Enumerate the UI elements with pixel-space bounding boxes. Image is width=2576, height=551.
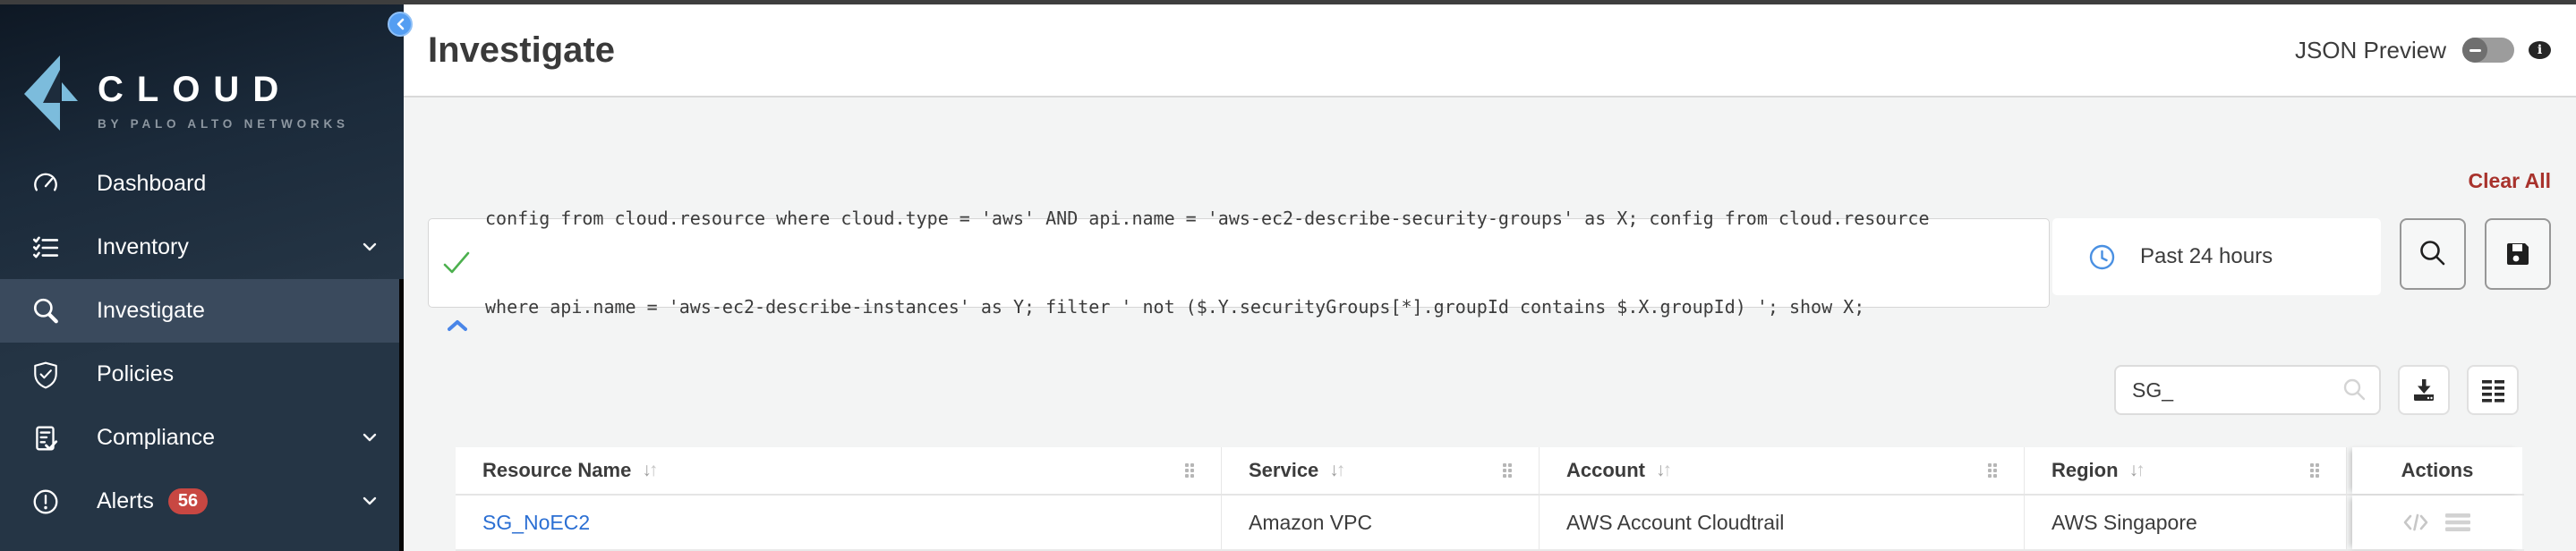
column-drag-handle-icon[interactable]	[1185, 463, 1194, 478]
resource-link[interactable]: SG_NoEC2	[482, 510, 591, 534]
toggle-knob-icon	[2462, 38, 2487, 63]
sidebar-collapse-button[interactable]	[388, 12, 413, 37]
gauge-icon	[31, 170, 60, 199]
results-search-box	[2114, 365, 2381, 415]
sidebar-item-alerts[interactable]: Alerts 56	[0, 470, 404, 533]
cell-account: AWS Account Cloudtrail	[1540, 496, 2025, 549]
logo-subtitle: BY PALO ALTO NETWORKS	[98, 117, 349, 131]
shield-check-icon	[31, 360, 60, 389]
query-valid-check-icon	[443, 251, 470, 274]
sort-icon[interactable]: ↓↑	[2128, 460, 2145, 480]
results-table: Resource Name ↓↑ Service ↓↑ Account ↓↑	[456, 447, 2524, 551]
alerts-count-badge: 56	[167, 488, 209, 514]
results-search-input[interactable]	[2120, 377, 2341, 403]
search-icon	[2420, 241, 2445, 266]
chevron-down-icon	[363, 240, 377, 256]
column-drag-handle-icon[interactable]	[1503, 463, 1512, 478]
prisma-cloud-logo-icon	[24, 55, 78, 131]
code-json-icon[interactable]	[2403, 513, 2428, 532]
sidebar-item-label: Dashboard	[97, 171, 207, 196]
query-text: config from cloud.resource where cloud.t…	[485, 145, 1930, 381]
run-search-button[interactable]	[2400, 218, 2466, 290]
json-preview-label: JSON Preview	[2294, 36, 2446, 64]
column-drag-handle-icon[interactable]	[2310, 463, 2319, 478]
query-line: where api.name = 'aws-ec2-describe-insta…	[485, 296, 1865, 318]
column-header-actions: Actions	[2352, 447, 2522, 494]
chevron-left-icon	[397, 18, 405, 30]
sidebar-item-policies[interactable]: Policies	[0, 343, 404, 406]
sidebar-item-dashboard[interactable]: Dashboard	[0, 152, 404, 216]
time-range-selector[interactable]: Past 24 hours	[2052, 218, 2381, 295]
sort-icon[interactable]: ↓↑	[1329, 460, 1345, 480]
sidebar-item-label: Compliance	[97, 425, 216, 450]
column-header-region[interactable]: Region ↓↑	[2025, 447, 2347, 494]
clock-icon	[2089, 244, 2115, 269]
chevron-down-icon	[363, 494, 377, 510]
query-line: config from cloud.resource where cloud.t…	[485, 208, 1930, 229]
magnifier-icon	[31, 297, 60, 326]
sort-icon[interactable]: ↓↑	[1656, 460, 1672, 480]
download-button[interactable]	[2398, 365, 2450, 415]
chevron-up-icon	[448, 320, 467, 331]
download-icon	[2414, 379, 2434, 401]
sidebar-item-inventory[interactable]: Inventory	[0, 216, 404, 279]
chevron-down-icon	[363, 430, 377, 446]
cell-resource-name: SG_NoEC2	[456, 496, 1222, 549]
table-row[interactable]: SG_NoEC2 Amazon VPC AWS Account Cloudtra…	[456, 496, 2524, 551]
table-header-row: Resource Name ↓↑ Service ↓↑ Account ↓↑	[456, 447, 2524, 496]
info-icon[interactable]: i	[2529, 41, 2551, 59]
sidebar: CLOUD BY PALO ALTO NETWORKS Dashboard	[0, 4, 413, 551]
column-header-service[interactable]: Service ↓↑	[1222, 447, 1540, 494]
row-menu-icon[interactable]	[2444, 512, 2471, 533]
sidebar-item-label: Alerts	[97, 488, 154, 513]
search-icon	[2343, 378, 2366, 401]
sort-icon[interactable]: ↓↑	[642, 460, 658, 480]
logo-title: CLOUD	[98, 70, 293, 109]
clear-all-button[interactable]: Clear All	[2468, 169, 2551, 192]
column-header-resource-name[interactable]: Resource Name ↓↑	[456, 447, 1222, 494]
list-check-icon	[31, 233, 60, 262]
sidebar-item-label: Inventory	[97, 234, 189, 259]
sidebar-scrollbar[interactable]	[399, 279, 404, 551]
column-drag-handle-icon[interactable]	[1988, 463, 1997, 478]
columns-icon	[2482, 380, 2504, 403]
alert-circle-icon	[31, 487, 60, 516]
save-search-button[interactable]	[2485, 218, 2551, 290]
sidebar-nav: Dashboard Inventory	[0, 152, 404, 533]
browser-chrome-strip	[0, 0, 2576, 4]
collapse-query-chevron[interactable]	[448, 319, 469, 336]
cell-region: AWS Singapore	[2025, 496, 2347, 549]
brand-logo: CLOUD BY PALO ALTO NETWORKS	[24, 55, 404, 131]
column-header-account[interactable]: Account ↓↑	[1540, 447, 2025, 494]
sidebar-item-label: Policies	[97, 361, 175, 386]
time-range-value: Past 24 hours	[2140, 244, 2273, 268]
sidebar-item-compliance[interactable]: Compliance	[0, 406, 404, 470]
query-input[interactable]: config from cloud.resource where cloud.t…	[428, 208, 2050, 318]
investigate-content: Clear All config from cloud.resource whe…	[404, 97, 2576, 551]
save-icon	[2507, 243, 2529, 265]
column-settings-button[interactable]	[2467, 365, 2519, 415]
cell-actions	[2352, 496, 2522, 549]
page-title: Investigate	[428, 30, 615, 70]
sidebar-item-investigate[interactable]: Investigate	[0, 279, 404, 343]
cell-service: Amazon VPC	[1222, 496, 1540, 549]
clipboard-check-icon	[31, 424, 60, 453]
page-header: Investigate JSON Preview i	[404, 4, 2576, 97]
json-preview-toggle[interactable]	[2462, 38, 2514, 63]
sidebar-item-label: Investigate	[97, 298, 205, 323]
